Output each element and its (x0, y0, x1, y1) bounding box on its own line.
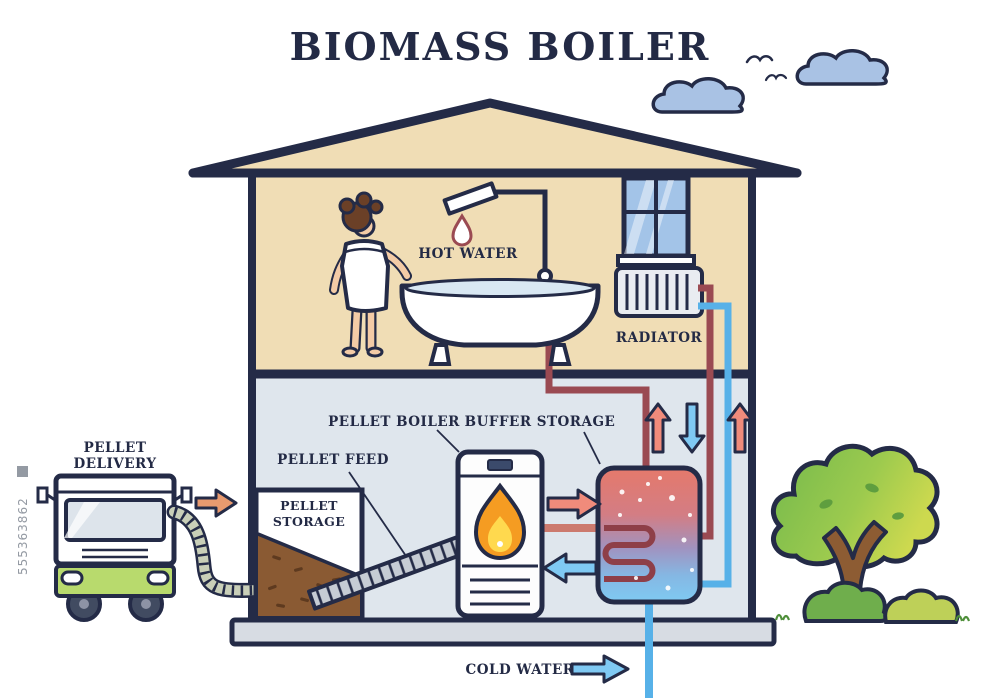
cloud-icon (651, 77, 745, 114)
truck-bumper (54, 564, 176, 598)
delivery-hose (166, 504, 266, 598)
bird-icon (764, 73, 788, 82)
tree-foliage (771, 443, 940, 570)
cloud-icon (795, 49, 889, 86)
flow-arrow-up-icon (644, 402, 672, 454)
headlight (146, 570, 170, 586)
grass-tuft (954, 614, 971, 622)
pellet-delivery-label-2: DELIVERY (73, 456, 156, 472)
roof (188, 98, 802, 178)
watermark-id: 555363862 (16, 466, 30, 575)
buffer-storage-label: BUFFER STORAGE (465, 414, 616, 430)
hot-water-label: HOT WATER (418, 246, 518, 262)
tree-trunk (822, 520, 888, 622)
radiator (614, 266, 704, 318)
radiator-label: RADIATOR (616, 330, 703, 346)
hot-pipe-radiator (696, 284, 714, 540)
towel (340, 239, 390, 313)
bush (802, 580, 889, 623)
watermark-number: 555363862 (16, 497, 30, 575)
tree (771, 443, 940, 622)
shower-head-icon (442, 181, 499, 216)
window-sill (616, 254, 696, 267)
foot (341, 346, 359, 358)
foot (366, 346, 384, 358)
cold-water-arrow-icon (570, 654, 630, 684)
cold-pipe-radiator (696, 302, 732, 588)
cold-water-label: COLD WATER (466, 662, 575, 678)
flow-arrow-up-icon (726, 402, 754, 454)
bird-icon (745, 55, 774, 64)
window (616, 175, 696, 267)
mirror (36, 486, 49, 504)
flow-arrow-down-icon (678, 402, 706, 454)
bathtub (399, 278, 601, 366)
buffer-storage-tank (595, 465, 703, 605)
delivery-arrow-icon (194, 488, 238, 518)
pellet-boiler (455, 449, 545, 619)
woman-figure (329, 191, 412, 358)
pellet-delivery-label-1: PELLET (84, 440, 147, 456)
pellet-delivery-truck (36, 473, 193, 622)
shower (442, 181, 553, 286)
return-arrow-icon (542, 552, 598, 584)
heating-coil (602, 525, 656, 582)
page-title: BIOMASS BOILER (290, 24, 711, 69)
mirror (180, 486, 193, 504)
pellet-boiler-label: PELLET BOILER (328, 414, 460, 430)
hot-pipe-bath (545, 320, 650, 474)
gable-interior (193, 103, 797, 173)
boiler-display (487, 459, 513, 471)
water-drop-icon (451, 213, 473, 247)
bush (883, 588, 960, 624)
pellet-storage-label-2: STORAGE (273, 514, 345, 529)
supply-arrow-icon (546, 488, 602, 520)
foundation (229, 617, 777, 647)
label-leader-lines (348, 429, 601, 557)
grass-tuft (774, 613, 791, 621)
pellet-storage-label-1: PELLET (280, 498, 338, 513)
pellet-feed-label: PELLET FEED (277, 452, 389, 468)
headlight (60, 570, 84, 586)
